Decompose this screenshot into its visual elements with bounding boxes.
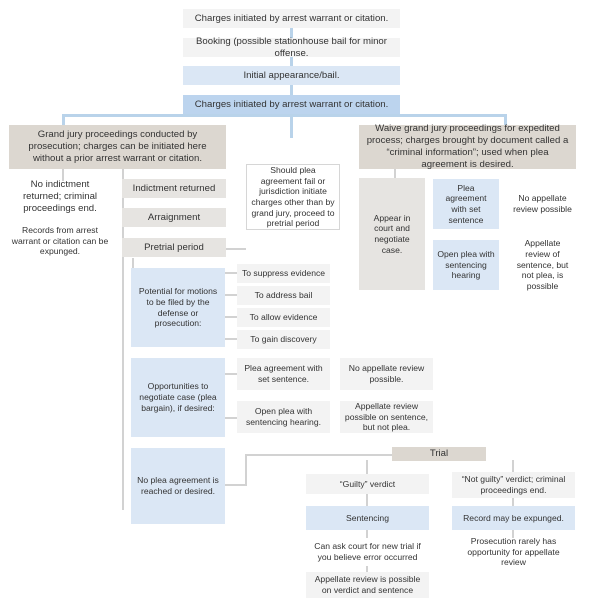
motion-item: To suppress evidence [237, 264, 330, 283]
connector-line [366, 566, 368, 572]
initial-appearance-box: Initial appearance/bail. [183, 66, 400, 85]
connector-line [225, 272, 237, 274]
motion-item: To address bail [237, 286, 330, 305]
neg-plea-set-box: Plea agreement with set sentence. [237, 358, 330, 390]
open-plea-box: Open plea with sentencing hearing [433, 240, 499, 290]
connector-line [62, 114, 65, 126]
connector-line [366, 494, 368, 506]
booking-box: Booking (possible stationhouse bail for … [183, 36, 400, 59]
motions-label-box: Potential for motions to be filed by the… [131, 268, 225, 347]
connector-line [225, 316, 237, 318]
connector-line [132, 258, 134, 268]
records-expunged-box: Records from arrest warrant or citation … [7, 225, 113, 256]
no-appellate-box: No appellate review possible [509, 179, 576, 229]
arrest-warrant-box: Charges initiated by arrest warrant or c… [183, 9, 400, 28]
appellate-not-plea-box: Appellate review of sentence, but not pl… [509, 238, 576, 291]
connector-line [226, 248, 246, 250]
connector-line [504, 114, 507, 126]
guilty-verdict-box: “Guilty” verdict [306, 474, 429, 494]
connector-line [394, 168, 396, 178]
pretrial-period-box: Pretrial period [122, 238, 226, 257]
connector-line [225, 338, 237, 340]
appellate-verdict-box: Appellate review is possible on verdict … [306, 572, 429, 598]
plea-set-sentence-box: Plea agreement with set sentence [433, 179, 499, 229]
connector-line [245, 454, 392, 456]
sentencing-box: Sentencing [306, 506, 429, 530]
neg-open-plea-box: Open plea with sentencing hearing. [237, 401, 330, 433]
connector-line [366, 460, 368, 474]
indictment-returned-box: Indictment returned [122, 179, 226, 198]
connector-line [245, 454, 247, 486]
connector-line [225, 484, 245, 486]
expunged-box: Record may be expunged. [452, 506, 575, 530]
appear-court-box: Appear in court and negotiate case. [359, 178, 425, 290]
waive-grand-jury-box: Waive grand jury proceedings for expedit… [359, 123, 576, 170]
connector-line [366, 530, 368, 538]
not-guilty-box: “Not guilty” verdict; criminal proceedin… [452, 472, 575, 498]
charges-initiated-box: Charges initiated by arrest warrant or c… [183, 95, 400, 114]
trial-box: Trial [392, 447, 486, 461]
connector-line [122, 168, 124, 510]
motion-item: To gain discovery [237, 330, 330, 349]
connector-line [225, 294, 237, 296]
neg-no-review-box: No appellate review possible. [340, 358, 433, 390]
grand-jury-box: Grand jury proceedings conducted by pros… [9, 125, 226, 169]
connector-line [62, 114, 507, 117]
new-trial-box: Can ask court for new trial if you belie… [306, 538, 429, 566]
connector-line [512, 460, 514, 474]
no-indictment-box: No indictment returned; criminal proceed… [7, 179, 113, 214]
prosecution-rarely-box: Prosecution rarely has opportunity for a… [452, 536, 575, 567]
connector-line [512, 530, 514, 538]
arraignment-box: Arraignment [122, 208, 226, 227]
connector-line [512, 494, 514, 506]
plea-fail-box: Should plea agreement fail or jurisdicti… [246, 164, 340, 230]
negotiate-label-box: Opportunities to negotiate case (plea ba… [131, 358, 225, 437]
connector-line [62, 168, 64, 188]
neg-review-sentence-box: Appellate review possible on sentence, b… [340, 401, 433, 433]
no-plea-box: No plea agreement is reached or desired. [131, 448, 225, 524]
motion-item: To allow evidence [237, 308, 330, 327]
connector-line [225, 373, 237, 375]
connector-line [225, 417, 237, 419]
